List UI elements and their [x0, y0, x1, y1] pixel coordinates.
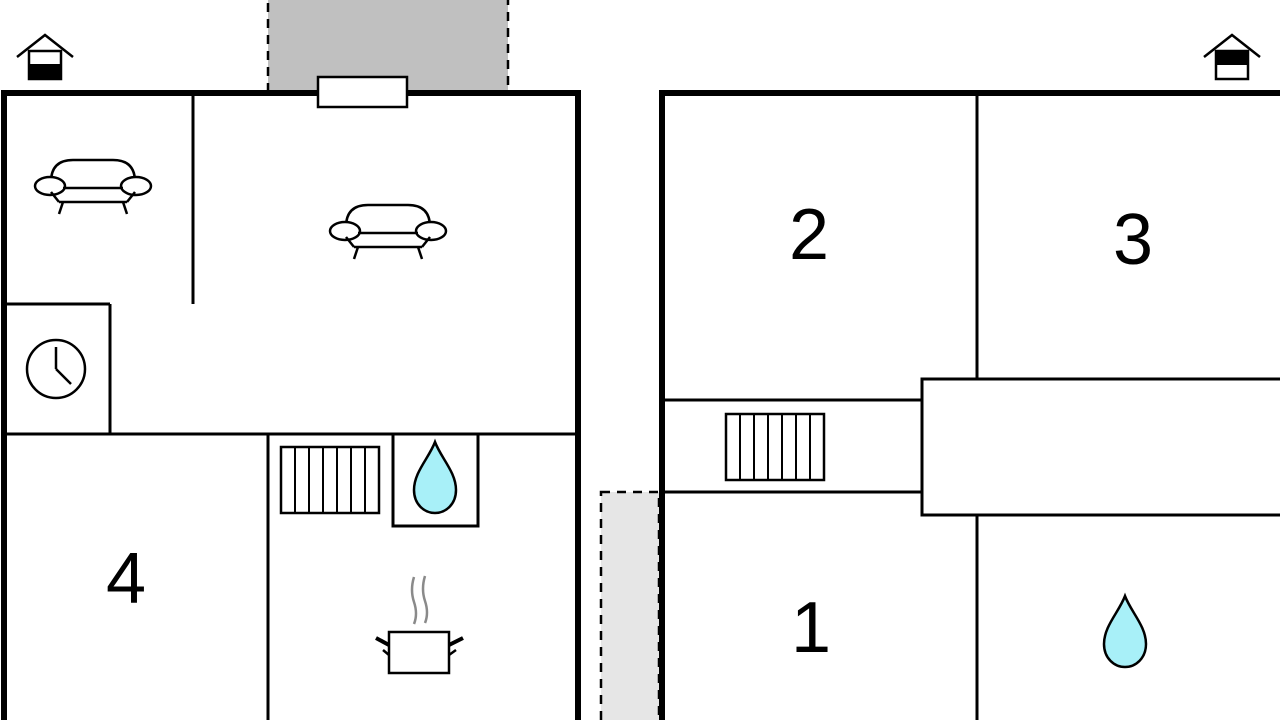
walkway [599, 490, 661, 720]
cooking-pot-icon [375, 575, 464, 675]
left-floor-plan: 4 [1, 0, 581, 720]
stairs-icon [724, 412, 826, 482]
right-floor-plan: 2 3 1 [599, 33, 1280, 720]
left-outer-wall [1, 90, 581, 720]
house-upper-floor-icon [1202, 33, 1262, 81]
right-interior-walls [662, 93, 1280, 720]
stairs-icon [279, 445, 381, 515]
room-number-1: 1 [791, 588, 831, 668]
entrance-door [316, 75, 409, 109]
room-number-2: 2 [789, 195, 829, 275]
house-ground-floor-icon [15, 33, 75, 81]
clock-icon [25, 338, 87, 400]
room-number-4: 4 [106, 539, 146, 619]
room-number-3: 3 [1113, 200, 1153, 280]
